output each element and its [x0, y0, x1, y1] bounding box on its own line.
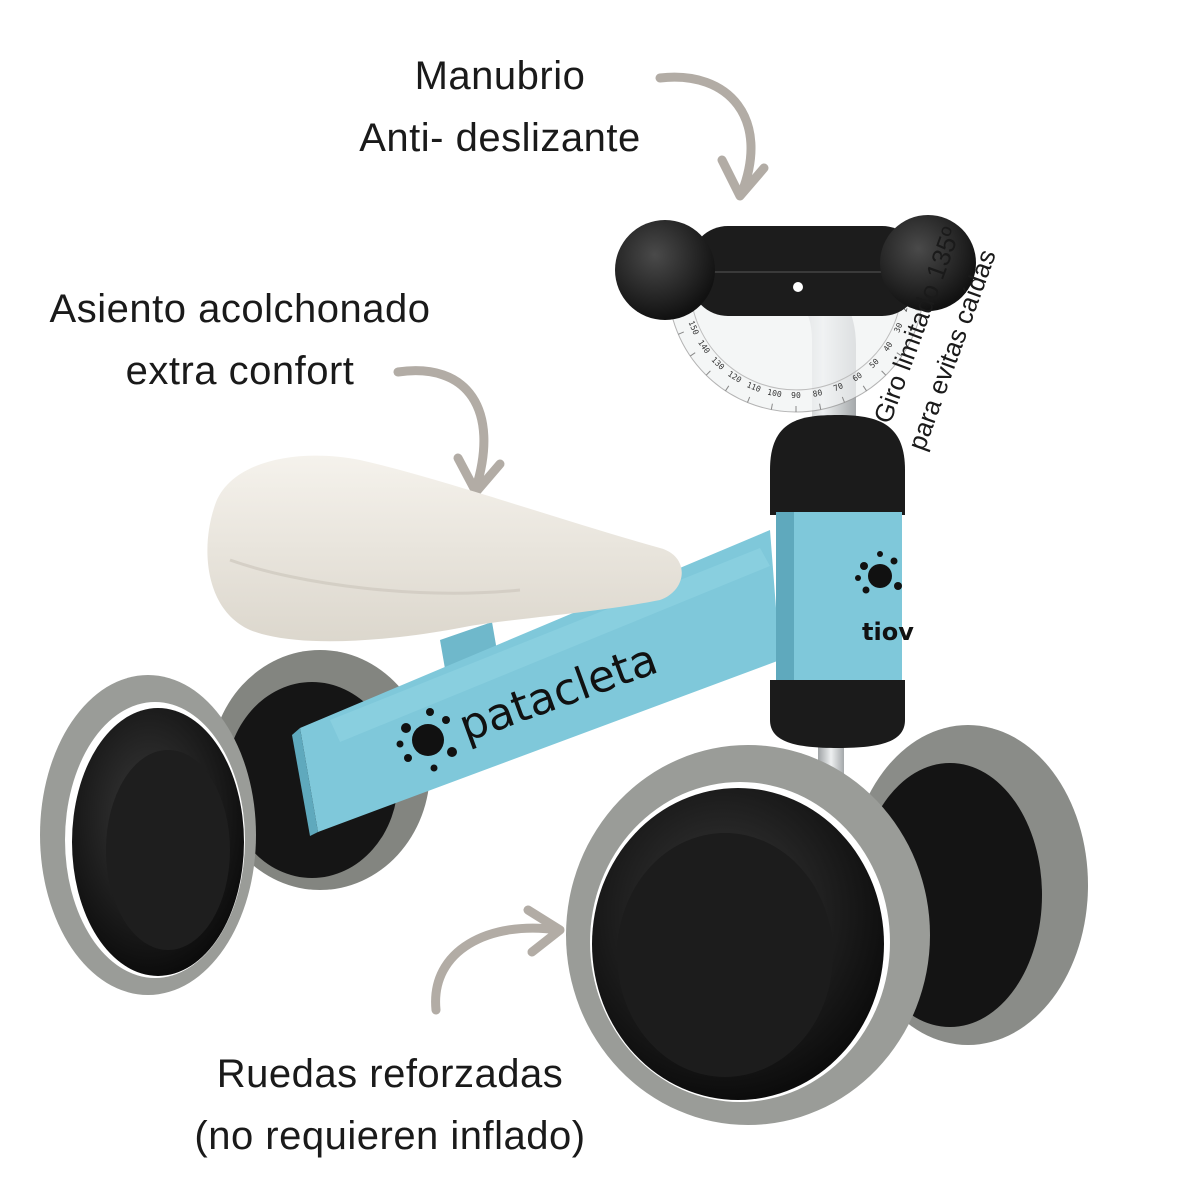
head-tube-brand: tiov [862, 618, 914, 646]
wheels-callout-line1: Ruedas reforzadas [216, 1052, 564, 1096]
seat-callout: Asiento acolchonado extra confort [20, 278, 460, 402]
seat-callout-line1: Asiento acolchonado [49, 287, 431, 331]
wheels-callout: Ruedas reforzadas (no requieren inflado) [160, 1043, 620, 1167]
arrow-seat-icon [393, 366, 505, 497]
protractor-tick-label: 80 [812, 388, 823, 399]
protractor-tick-mark [908, 331, 914, 335]
protractor-tick-label: 60 [851, 371, 864, 384]
protractor-tick-mark [841, 396, 845, 403]
protractor-tick-mark [770, 403, 773, 410]
protractor-tick-mark [881, 370, 887, 376]
front-near-wheel [566, 745, 930, 1125]
seat-callout-line2: extra confort [125, 349, 355, 393]
arrow-handlebar-icon [655, 72, 769, 201]
rear-near-wheel [40, 675, 256, 995]
protractor-tick-mark [705, 370, 711, 376]
arrow-wheels-icon [431, 905, 565, 1015]
frame-splash-logo-icon [396, 708, 457, 772]
handlebar [615, 215, 976, 320]
protractor-tick-label: 30 [892, 321, 904, 334]
handlebar-callout: Manubrio Anti- deslizante [330, 45, 670, 169]
protractor-tick-mark [915, 308, 922, 312]
protractor-tick-label: 70 [832, 381, 844, 393]
handlebar-callout-line1: Manubrio [414, 54, 586, 98]
splash-logo-icon [855, 551, 902, 594]
protractor-tick-label: 100 [767, 388, 783, 400]
protractor-tick-mark [862, 385, 867, 392]
padded-seat [207, 455, 682, 642]
protractor-tick-label: 90 [791, 391, 801, 400]
protractor-tick-mark [747, 396, 751, 403]
wheels-callout-line2: (no requieren inflado) [194, 1114, 586, 1158]
protractor-tick-mark [819, 403, 822, 410]
protractor-tick-mark [725, 385, 730, 392]
handlebar-callout-line2: Anti- deslizante [359, 116, 641, 160]
protractor-tick-mark [678, 331, 684, 335]
protractor-tick-mark [896, 352, 903, 357]
head-tube: tiov [770, 415, 914, 748]
protractor-tick-mark [689, 352, 696, 357]
